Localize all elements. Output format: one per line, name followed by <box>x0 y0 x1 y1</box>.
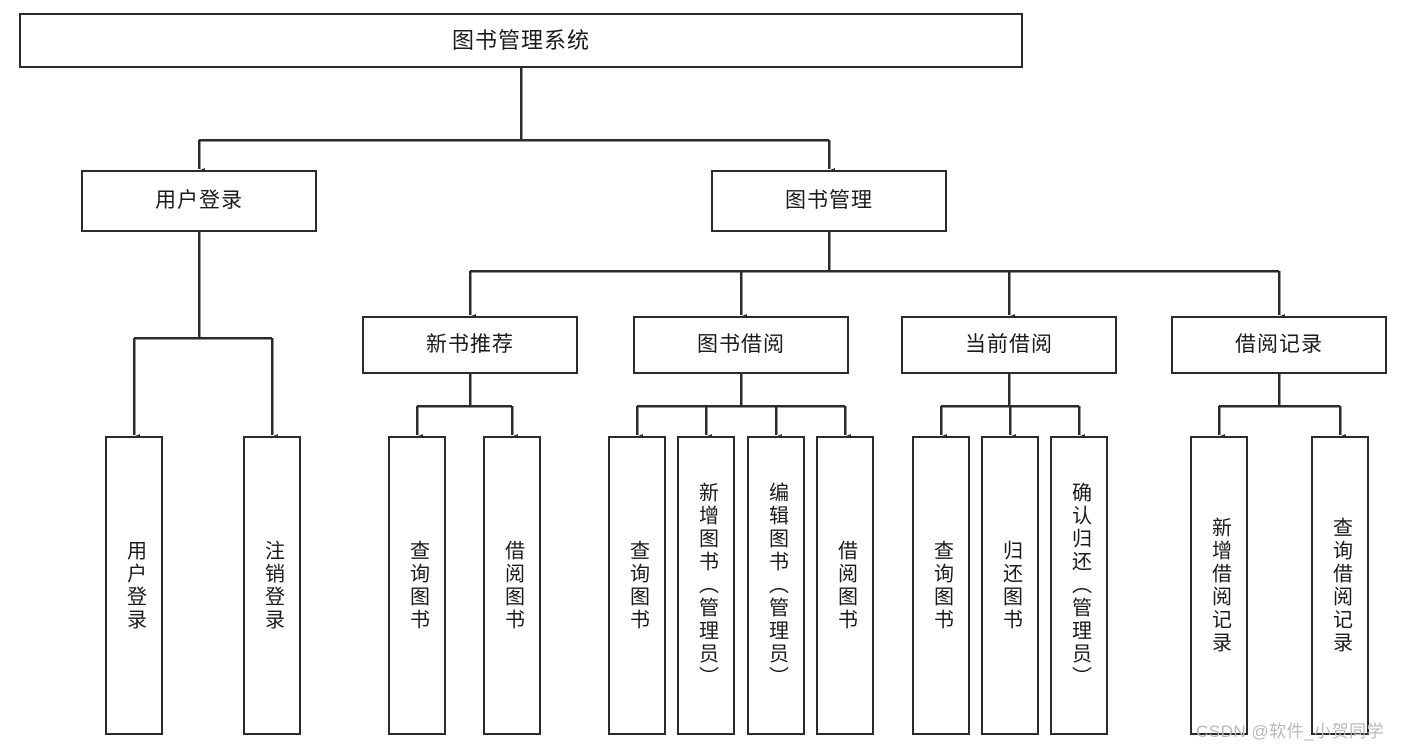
node-leaf-borrow-book-2: 借阅图书 <box>816 436 874 735</box>
node-leaf-user-logout: 注销登录 <box>243 436 301 735</box>
node-label: 新书推荐 <box>426 332 514 356</box>
node-label: 查询图书 <box>626 539 649 632</box>
node-label: 确认归还（管理员） <box>1068 482 1091 689</box>
node-current-borrow: 当前借阅 <box>901 316 1117 374</box>
node-leaf-query-record: 查询借阅记录 <box>1311 436 1369 735</box>
node-leaf-add-record: 新增借阅记录 <box>1190 436 1248 735</box>
node-label: 用户登录 <box>155 188 243 212</box>
node-user-login: 用户登录 <box>81 170 317 232</box>
node-leaf-query-book-3: 查询图书 <box>912 436 970 735</box>
node-label: 借阅图书 <box>501 539 524 632</box>
node-leaf-confirm-return: 确认归还（管理员） <box>1050 436 1108 735</box>
node-label: 归还图书 <box>999 539 1022 632</box>
node-label: 用户登录 <box>123 539 146 632</box>
node-label: 查询借阅记录 <box>1329 516 1352 655</box>
node-book-borrow: 图书借阅 <box>633 316 849 374</box>
node-label: 图书管理 <box>785 188 873 212</box>
node-label: 借阅记录 <box>1235 332 1323 356</box>
node-label: 查询图书 <box>406 539 429 632</box>
node-label: 编辑图书（管理员） <box>765 482 788 689</box>
node-label: 图书管理系统 <box>451 27 590 53</box>
node-label: 当前借阅 <box>965 332 1053 356</box>
node-new-book-rec: 新书推荐 <box>362 316 578 374</box>
node-label: 新增借阅记录 <box>1208 516 1231 655</box>
node-borrow-record: 借阅记录 <box>1171 316 1387 374</box>
node-leaf-borrow-book-1: 借阅图书 <box>483 436 541 735</box>
node-leaf-edit-book: 编辑图书（管理员） <box>747 436 805 735</box>
node-leaf-user-login: 用户登录 <box>105 436 163 735</box>
node-book-mgmt: 图书管理 <box>711 170 947 232</box>
edge-group <box>128 68 1346 444</box>
node-leaf-return-book: 归还图书 <box>981 436 1039 735</box>
node-root: 图书管理系统 <box>19 13 1023 68</box>
node-label: 新增图书（管理员） <box>695 482 718 689</box>
node-label: 查询图书 <box>930 539 953 632</box>
node-leaf-query-book-1: 查询图书 <box>388 436 446 735</box>
node-label: 图书借阅 <box>697 332 785 356</box>
node-leaf-query-book-2: 查询图书 <box>608 436 666 735</box>
node-leaf-add-book: 新增图书（管理员） <box>677 436 735 735</box>
node-label: 借阅图书 <box>834 539 857 632</box>
node-label: 注销登录 <box>261 539 284 632</box>
